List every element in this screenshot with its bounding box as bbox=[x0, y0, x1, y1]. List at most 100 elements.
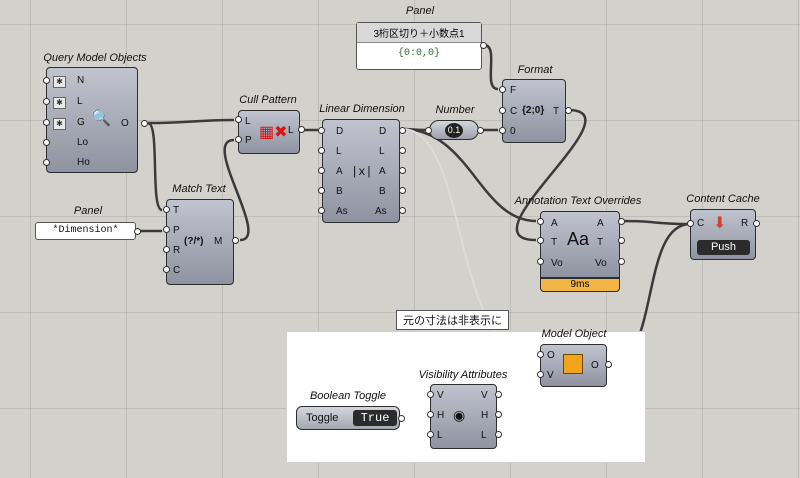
match-text-component[interactable]: T P R C (?/*) M bbox=[166, 199, 234, 285]
input-port[interactable] bbox=[318, 187, 325, 194]
output-port[interactable] bbox=[618, 218, 625, 225]
input-port[interactable] bbox=[318, 167, 325, 174]
vis-title: Visibility Attributes bbox=[418, 369, 508, 381]
input-port[interactable] bbox=[427, 411, 434, 418]
input-port[interactable] bbox=[318, 127, 325, 134]
port-label: D bbox=[336, 126, 344, 137]
linear-dimension-component[interactable]: D L A B As |x| D L A B As bbox=[322, 119, 400, 223]
port-label: A bbox=[336, 166, 343, 177]
output-port[interactable] bbox=[141, 120, 148, 127]
output-port[interactable] bbox=[480, 42, 487, 49]
cull-title: Cull Pattern bbox=[239, 94, 297, 106]
output-port[interactable] bbox=[565, 107, 572, 114]
input-port[interactable] bbox=[427, 391, 434, 398]
text-override-icon: Aa bbox=[567, 229, 590, 249]
eye-icon: ◉ bbox=[453, 407, 466, 423]
port-label: T bbox=[597, 237, 604, 248]
input-port[interactable] bbox=[427, 431, 434, 438]
input-port[interactable] bbox=[499, 107, 506, 114]
output-port[interactable] bbox=[399, 127, 406, 134]
output-port[interactable] bbox=[399, 207, 406, 214]
annotation-text-overrides-component[interactable]: A T Vo Aa A T Vo bbox=[540, 211, 620, 278]
lindim-title: Linear Dimension bbox=[319, 103, 405, 115]
output-port[interactable] bbox=[618, 258, 625, 265]
model-title: Model Object bbox=[541, 328, 607, 340]
output-port[interactable] bbox=[399, 147, 406, 154]
model-object-component[interactable]: O V O bbox=[540, 344, 607, 387]
format-component[interactable]: F C 0 {2;0} T bbox=[502, 79, 566, 143]
input-port[interactable] bbox=[318, 207, 325, 214]
input-port[interactable] bbox=[43, 77, 50, 84]
cache-title: Content Cache bbox=[686, 193, 760, 205]
output-port[interactable] bbox=[495, 411, 502, 418]
star-flag: ✱ bbox=[53, 118, 66, 130]
input-port[interactable] bbox=[43, 98, 50, 105]
port-label: L bbox=[379, 146, 385, 157]
input-port[interactable] bbox=[537, 371, 544, 378]
input-port[interactable] bbox=[163, 226, 170, 233]
output-port[interactable] bbox=[232, 237, 239, 244]
input-port[interactable] bbox=[235, 116, 242, 123]
output-port[interactable] bbox=[753, 220, 760, 227]
input-port[interactable] bbox=[43, 159, 50, 166]
input-port[interactable] bbox=[537, 351, 544, 358]
port-label: Vo bbox=[595, 258, 607, 269]
input-port[interactable] bbox=[499, 127, 506, 134]
visibility-attributes-component[interactable]: V H L ◉ V H L bbox=[430, 384, 497, 449]
content-cache-component[interactable]: C ⬇ R Push bbox=[690, 209, 756, 260]
cull-pattern-icon: ▦✖ bbox=[259, 124, 288, 141]
port-label: G bbox=[77, 117, 85, 128]
output-port[interactable] bbox=[398, 415, 405, 422]
push-button[interactable]: Push bbox=[697, 240, 750, 255]
input-port[interactable] bbox=[163, 246, 170, 253]
timing-badge: 9ms bbox=[540, 278, 620, 292]
wire-format-to-annot bbox=[515, 108, 587, 242]
panel-left[interactable]: *Dimension* bbox=[35, 222, 136, 240]
output-port[interactable] bbox=[399, 187, 406, 194]
port-label: V bbox=[547, 370, 554, 381]
number-component[interactable]: 0.1 bbox=[429, 120, 479, 140]
panel-content: {0:0,0} bbox=[397, 48, 440, 59]
output-port[interactable] bbox=[605, 361, 612, 368]
input-port[interactable] bbox=[537, 218, 544, 225]
input-port[interactable] bbox=[537, 258, 544, 265]
input-port[interactable] bbox=[235, 136, 242, 143]
port-label: Ho bbox=[77, 157, 90, 168]
output-port[interactable] bbox=[399, 167, 406, 174]
star-flag: ✱ bbox=[53, 97, 66, 109]
star-flag: ✱ bbox=[53, 76, 66, 88]
cull-pattern-component[interactable]: L P ▦✖ L bbox=[238, 110, 300, 154]
port-label: L bbox=[288, 125, 294, 136]
wire-paneltop-to-format bbox=[483, 43, 499, 91]
port-label: B bbox=[379, 186, 386, 197]
boolean-toggle-component[interactable]: Toggle True bbox=[296, 406, 400, 430]
query-model-objects[interactable]: ✱ ✱ ✱ N L G Lo Ho 🔍 O bbox=[46, 67, 138, 173]
input-port[interactable] bbox=[687, 220, 694, 227]
output-port[interactable] bbox=[134, 228, 141, 235]
output-port[interactable] bbox=[495, 391, 502, 398]
port-label: 0 bbox=[510, 126, 516, 137]
port-label: M bbox=[214, 236, 223, 247]
port-label: P bbox=[173, 225, 180, 236]
panel-top[interactable]: 3桁区切り＋小数点1 {0:0,0} bbox=[356, 22, 482, 70]
output-port[interactable] bbox=[618, 237, 625, 244]
port-label: V bbox=[481, 390, 488, 401]
port-label: L bbox=[77, 96, 83, 107]
output-port[interactable] bbox=[298, 126, 305, 133]
toggle-value-button[interactable]: True bbox=[353, 410, 397, 426]
dimension-icon: |x| bbox=[351, 165, 373, 179]
input-port[interactable] bbox=[163, 206, 170, 213]
output-port[interactable] bbox=[477, 127, 484, 134]
panel-content: *Dimension* bbox=[52, 225, 119, 236]
input-port[interactable] bbox=[43, 139, 50, 146]
input-port[interactable] bbox=[43, 119, 50, 126]
number-title: Number bbox=[435, 104, 475, 116]
input-port[interactable] bbox=[163, 266, 170, 273]
input-port[interactable] bbox=[537, 237, 544, 244]
output-port[interactable] bbox=[495, 431, 502, 438]
input-port[interactable] bbox=[499, 86, 506, 93]
input-port[interactable] bbox=[318, 147, 325, 154]
port-label: Lo bbox=[77, 137, 89, 148]
group-label[interactable]: 元の寸法は非表示に bbox=[396, 310, 509, 330]
input-port[interactable] bbox=[425, 127, 432, 134]
